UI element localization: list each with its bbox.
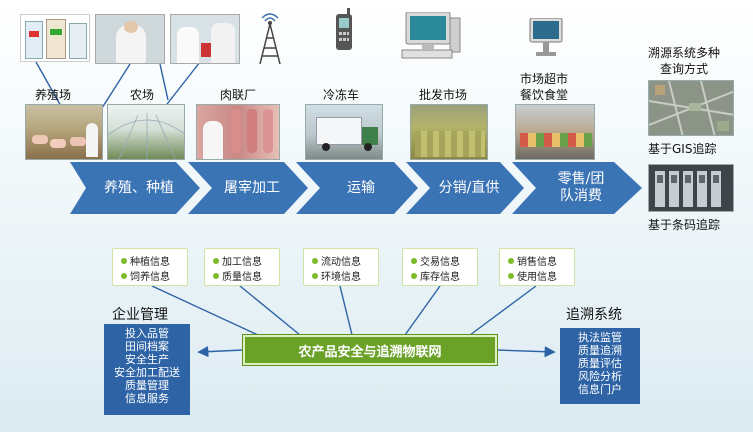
monitor-icon (528, 17, 564, 64)
link-line (163, 61, 201, 109)
stage-chevron: 屠宰加工 (188, 162, 308, 214)
feed-bags-image (20, 14, 90, 62)
link-line (469, 285, 537, 336)
meat-plant-photo (196, 104, 280, 160)
trace-item: 质量追溯 (578, 344, 622, 357)
link-line (159, 63, 169, 101)
trace-item: 质量评估 (578, 357, 622, 370)
trace-item: 信息门户 (578, 383, 622, 396)
arrow-to-enterprise (197, 346, 244, 358)
pigsty-photo (25, 104, 103, 160)
link-line (35, 61, 63, 109)
stage-chevron: 养殖、种植 (70, 162, 200, 214)
stage-chevron: 分销/直供 (406, 162, 524, 214)
trace-system-panel: 执法监管 质量追溯 质量评估 风险分析 信息门户 (560, 328, 640, 404)
stage-chevron: 零售/团队消费 (512, 162, 642, 214)
link-line (339, 285, 353, 336)
label-wholesale-market: 批发市场 (419, 88, 468, 102)
wholesale-photo (410, 104, 488, 160)
trace-system-title: 追溯系统 (566, 307, 622, 323)
label-canteen: 餐饮食堂 (520, 88, 569, 102)
barcode-tracking-label: 基于条码追踪 (648, 218, 721, 232)
info-item: 交易信息 (411, 253, 460, 268)
info-item: 加工信息 (213, 253, 262, 268)
greenhouse-photo (107, 104, 185, 160)
worker-image (95, 14, 165, 64)
info-item: 库存信息 (411, 268, 460, 283)
enterprise-item: 投入品管 (125, 327, 169, 340)
trace-item: 风险分析 (578, 370, 622, 383)
link-line (239, 285, 301, 336)
enterprise-item: 田间档案 (125, 340, 169, 353)
enterprise-item: 安全加工配送 (114, 366, 180, 379)
query-methods-title-line2: 查询方式 (660, 62, 709, 76)
link-line (404, 285, 441, 336)
info-item: 使用信息 (508, 268, 557, 283)
desktop-computer-icon (400, 11, 462, 64)
arrow-to-trace-system (496, 346, 556, 358)
label-supermarket: 市场超市 (520, 72, 569, 86)
lab-image (170, 14, 240, 64)
info-item: 流动信息 (312, 253, 361, 268)
mobile-phone-icon (333, 8, 355, 52)
stage-chevron: 运输 (296, 162, 418, 214)
info-box: 加工信息 质量信息 (204, 248, 280, 286)
supermarket-photo (515, 104, 595, 160)
query-methods-title-line1: 溯源系统多种 (648, 46, 721, 60)
cold-truck-photo (305, 104, 383, 160)
stage-label: 分销/直供 (438, 179, 500, 196)
info-item: 饲养信息 (121, 268, 170, 283)
trace-item: 执法监管 (578, 331, 622, 344)
info-box: 种植信息 饲养信息 (112, 248, 188, 286)
stage-label: 屠宰加工 (224, 179, 280, 196)
gis-tracking-label: 基于GIS追踪 (648, 142, 717, 156)
barcode-scanner-image (648, 164, 734, 212)
enterprise-title: 企业管理 (112, 307, 168, 323)
info-box: 流动信息 环境信息 (303, 248, 379, 286)
stage-label: 养殖、种植 (104, 179, 174, 196)
enterprise-item: 质量管理 (125, 379, 169, 392)
enterprise-item: 安全生产 (125, 353, 169, 366)
signal-tower-icon (250, 10, 290, 66)
iot-hub-box: 农产品安全与追溯物联网 (242, 334, 498, 366)
link-line (101, 63, 131, 109)
info-item: 销售信息 (508, 253, 557, 268)
enterprise-item: 信息服务 (125, 392, 169, 405)
stage-label: 零售/团 (557, 171, 605, 187)
info-box: 销售信息 使用信息 (499, 248, 575, 286)
info-item: 种植信息 (121, 253, 170, 268)
stage-label: 运输 (347, 179, 375, 196)
info-box: 交易信息 库存信息 (402, 248, 478, 286)
label-farm: 农场 (130, 88, 155, 102)
info-item: 质量信息 (213, 268, 262, 283)
label-breeding-farm: 养殖场 (35, 88, 72, 102)
gis-map-image (648, 80, 734, 136)
label-cold-truck: 冷冻车 (323, 88, 360, 102)
enterprise-panel: 投入品管 田间档案 安全生产 安全加工配送 质量管理 信息服务 (104, 324, 190, 415)
label-meat-plant: 肉联厂 (220, 88, 257, 102)
link-line (151, 285, 259, 336)
info-item: 环境信息 (312, 268, 361, 283)
